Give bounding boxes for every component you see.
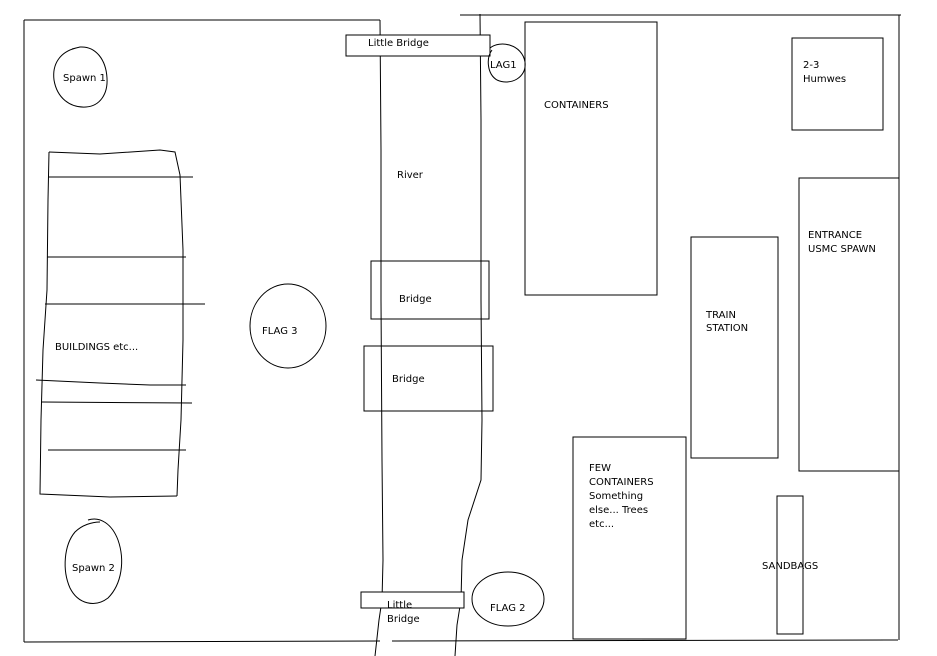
bridge-upper: Bridge [370, 260, 490, 320]
lag1-marker: LAG1 [487, 43, 526, 83]
river-banks [374, 13, 483, 656]
map-boundary [23, 14, 901, 643]
few-containers-line4: else... Trees [589, 505, 648, 516]
humvees-label-line2: Humwes [803, 74, 846, 85]
humvees-label-line1: 2-3 [803, 60, 819, 71]
little-bridge-top: Little Bridge [345, 34, 491, 57]
flag-3-area: FLAG 3 [249, 283, 327, 369]
bridge-upper-label: Bridge [399, 294, 432, 305]
river-label: River [397, 170, 424, 181]
few-containers-area: FEW CONTAINERS Something else... Trees e… [572, 436, 687, 640]
little-bridge-bottom-line2: Bridge [387, 614, 420, 625]
humvees-area: 2-3 Humwes [791, 37, 884, 131]
spawn-2-area: Spawn 2 [64, 518, 123, 604]
bridge-lower: Bridge [363, 345, 494, 412]
buildings-area: BUILDINGS etc... [35, 149, 205, 498]
entrance-label-line2: USMC SPAWN [808, 244, 876, 255]
buildings-label: BUILDINGS etc... [55, 342, 138, 353]
bridge-lower-label: Bridge [392, 374, 425, 385]
lag1-label: LAG1 [490, 60, 517, 71]
entrance-usmc-spawn-area: ENTRANCE USMC SPAWN [798, 177, 900, 472]
sandbags-label: SANDBAGS [762, 561, 818, 572]
little-bridge-bottom: Little Bridge [360, 591, 465, 625]
little-bridge-top-label: Little Bridge [368, 38, 429, 49]
flag-3-label: FLAG 3 [262, 326, 298, 337]
spawn-1-area: Spawn 1 [53, 46, 108, 108]
spawn-2-label: Spawn 2 [72, 563, 115, 574]
sandbags-area: SANDBAGS [762, 495, 818, 635]
spawn-1-label: Spawn 1 [63, 73, 106, 84]
train-station-label-line1: TRAIN [705, 310, 736, 321]
train-station-area: TRAIN STATION [690, 236, 779, 459]
few-containers-line3: Something [589, 491, 643, 502]
entrance-label-line1: ENTRANCE [808, 230, 862, 241]
few-containers-line2: CONTAINERS [589, 477, 654, 488]
few-containers-line5: etc... [589, 519, 614, 530]
little-bridge-bottom-line1: Little [387, 600, 412, 611]
containers-area: CONTAINERS [524, 21, 658, 296]
containers-label: CONTAINERS [544, 100, 609, 111]
flag-2-area: FLAG 2 [471, 571, 545, 627]
flag-2-label: FLAG 2 [490, 603, 526, 614]
few-containers-line1: FEW [589, 463, 611, 474]
train-station-label-line2: STATION [706, 323, 748, 334]
